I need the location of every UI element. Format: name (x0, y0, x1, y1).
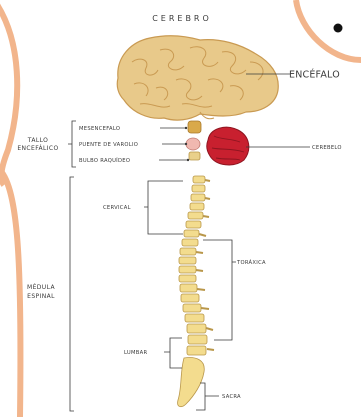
cervical-bracket (144, 181, 183, 234)
toraxica-bracket (203, 240, 236, 340)
left-orange-arc (0, 0, 17, 185)
diagram-title: CEREBRO (152, 14, 212, 23)
label-sacra: SACRA (222, 394, 241, 400)
label-lumbar: LUMBAR (124, 350, 148, 356)
mesencefalo-illustration (188, 121, 201, 133)
label-bulbo-raquideo: BULBO RAQUÍDEO (79, 157, 130, 164)
label-tallo-line2: ENCEFÁLICO (17, 145, 58, 152)
label-tallo-line1: TALLO (27, 137, 49, 144)
cerebelo-illustration (207, 127, 249, 165)
label-medula-line1: MÉDULA (27, 283, 55, 291)
puente-illustration (186, 138, 200, 150)
sacra-bracket (196, 383, 219, 410)
label-cerebelo: CEREBELO (312, 145, 342, 151)
spine-illustration (178, 176, 207, 407)
bulbo-dot (187, 159, 189, 161)
puente-dot (185, 143, 187, 145)
mesencefalo-dot (185, 127, 187, 129)
brain-illustration (117, 36, 278, 120)
label-cervical: CERVICAL (103, 205, 131, 211)
tallo-bracket (68, 121, 76, 167)
bullet-dot (334, 24, 343, 33)
left-orange-arc-lower (0, 170, 20, 417)
medula-bracket (70, 177, 74, 411)
label-toraxica: TORÁXICA (236, 259, 266, 266)
lumbar-bracket (164, 338, 182, 368)
label-puente-de-varolio: PUENTE DE VAROLIO (79, 142, 138, 148)
bulbo-illustration (189, 152, 200, 160)
label-encefalo: ENCÉFALO (289, 69, 340, 81)
right-orange-arc (296, 0, 361, 60)
label-mesencefalo: MESENCEFALO (79, 126, 120, 132)
label-medula-line2: ESPINAL (27, 293, 55, 300)
